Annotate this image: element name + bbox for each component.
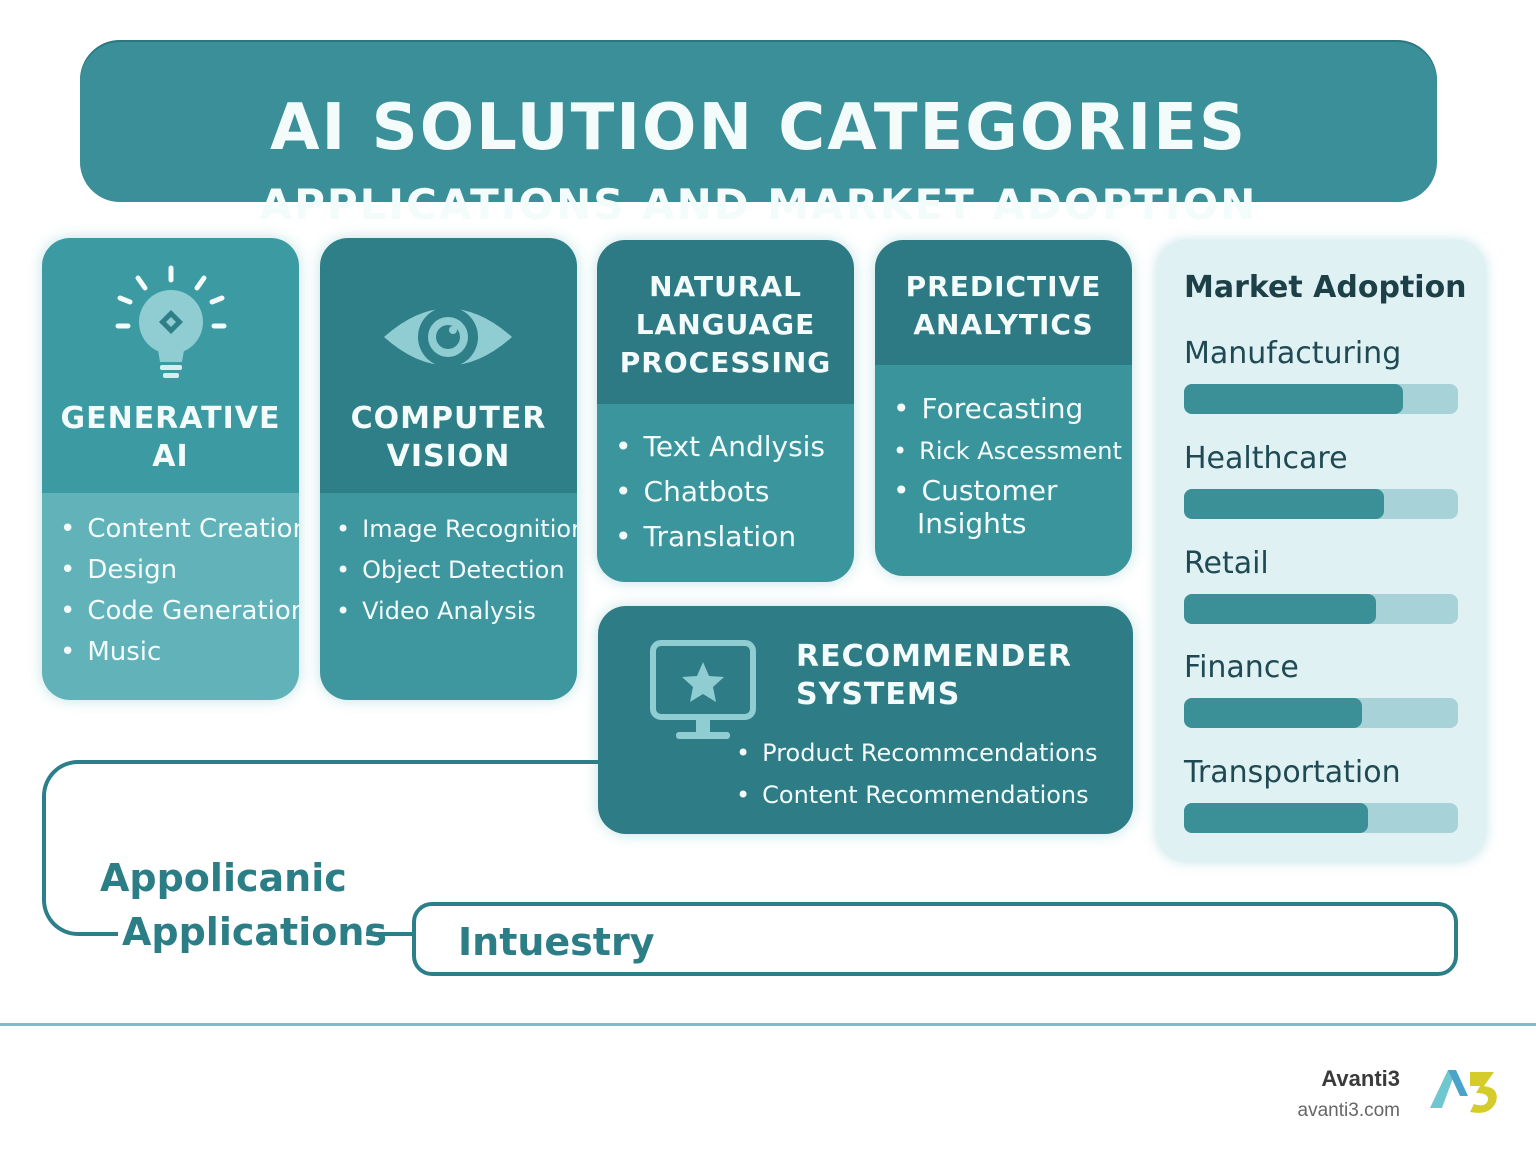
divider — [0, 1023, 1536, 1026]
list-item: Chatbots — [615, 469, 825, 514]
card-header: PREDICTIVE ANALYTICS — [875, 240, 1132, 365]
header-banner: AI SOLUTION CATEGORIES APPLICATIONS AND … — [80, 40, 1437, 226]
list-item: Translation — [615, 514, 825, 559]
card-header: NATURAL LANGUAGE PROCESSING — [597, 240, 854, 404]
progress-track — [1184, 803, 1458, 833]
card-header: COMPUTER VISION — [320, 238, 577, 493]
list-item: Rick Ascessment — [893, 430, 1122, 473]
market-label: Retail — [1184, 546, 1269, 581]
market-label: Manufacturing — [1184, 336, 1402, 371]
list-item: Customer — [893, 473, 1122, 509]
card-title: PREDICTIVE ANALYTICS — [905, 270, 1102, 341]
card-recommender-systems: RECOMMENDER SYSTEMS Product Recommcendat… — [598, 606, 1133, 834]
list-item: Forecasting — [893, 387, 1122, 430]
market-adoption-panel: Market Adoption Manufacturing Healthcare… — [1156, 240, 1486, 862]
list-item: Insights — [917, 507, 1027, 540]
card-body: Forecasting Rick Ascessment Customer Ins… — [875, 365, 1132, 576]
progress-fill — [1184, 384, 1404, 414]
progress-fill — [1184, 594, 1376, 624]
progress-track — [1184, 594, 1458, 624]
card-title: RECOMMENDER SYSTEMS — [796, 639, 1072, 712]
avanti3-logo-icon — [1430, 1070, 1497, 1113]
lightbulb-icon — [115, 265, 227, 378]
list-item: Text Andlysis — [615, 424, 826, 469]
card-header: GENERATIVE AI — [42, 238, 299, 493]
progress-fill — [1184, 698, 1363, 728]
card-body: Text Andlysis Chatbots Translation — [597, 404, 854, 582]
card-title: COMPUTER VISION — [350, 401, 547, 474]
market-row-retail: Retail — [1184, 546, 1458, 624]
card-nlp: NATURAL LANGUAGE PROCESSING Text Andlysi… — [597, 240, 854, 582]
connector-line — [366, 932, 414, 936]
list-item: Content Recommendations — [736, 774, 1098, 816]
list-item: Design — [60, 550, 299, 591]
list-item: Video Analysis — [336, 591, 577, 632]
brand-name: Avanti3 — [1321, 1066, 1400, 1091]
market-label: Transportation — [1184, 755, 1401, 790]
progress-track — [1184, 489, 1458, 519]
market-title: Market Adoption — [1184, 270, 1467, 305]
list-item: Object Detection — [336, 550, 577, 591]
industry-label: Intuestry — [458, 920, 655, 964]
applications-label-top: Appolicanic — [100, 856, 347, 900]
market-row-transportation: Transportation — [1184, 755, 1458, 833]
card-title: GENERATIVE AI — [60, 401, 281, 474]
list-item: Product Recommcendations — [736, 732, 1097, 774]
applications-label: Applications — [118, 910, 391, 954]
monitor-star-icon — [650, 640, 756, 739]
card-predictive-analytics: PREDICTIVE ANALYTICS Forecasting Rick As… — [875, 240, 1132, 576]
progress-fill — [1184, 803, 1368, 833]
market-label: Finance — [1184, 650, 1299, 685]
industry-box: Intuestry — [412, 902, 1458, 976]
list-item: Code Generation — [60, 591, 299, 632]
market-row-manufacturing: Manufacturing — [1184, 336, 1458, 414]
list-item: Image Recognition — [336, 509, 577, 550]
item-list: Forecasting Rick Ascessment Customer Ins… — [893, 387, 1122, 539]
item-list: Text Andlysis Chatbots Translation — [615, 424, 826, 559]
brand-block: Avanti3 avanti3.com — [1290, 1066, 1400, 1122]
market-label: Healthcare — [1184, 441, 1348, 476]
item-list: Content Creation Design Code Generation … — [60, 509, 299, 673]
market-row-finance: Finance — [1184, 650, 1458, 728]
card-title: NATURAL LANGUAGE PROCESSING — [619, 270, 832, 379]
page-subtitle: APPLICATIONS AND MARKET ADOPTION — [259, 180, 1258, 229]
card-body: Image Recognition Object Detection Video… — [320, 493, 577, 700]
item-list: Product Recommcendations Content Recomme… — [736, 732, 1098, 816]
item-list: Image Recognition Object Detection Video… — [336, 509, 577, 632]
progress-track — [1184, 698, 1458, 728]
progress-fill — [1184, 489, 1385, 519]
card-generative-ai: GENERATIVE AI Content Creation Design Co… — [42, 238, 299, 700]
list-item: Music — [60, 632, 299, 673]
progress-track — [1184, 384, 1458, 414]
card-computer-vision: COMPUTER VISION Image Recognition Object… — [320, 238, 577, 700]
market-row-healthcare: Healthcare — [1184, 441, 1458, 519]
list-item: Content Creation — [60, 509, 299, 550]
brand-url: avanti3.com — [1297, 1100, 1400, 1121]
card-body: Content Creation Design Code Generation … — [42, 493, 299, 700]
page-title: AI SOLUTION CATEGORIES — [269, 91, 1248, 165]
eye-icon — [384, 307, 512, 367]
